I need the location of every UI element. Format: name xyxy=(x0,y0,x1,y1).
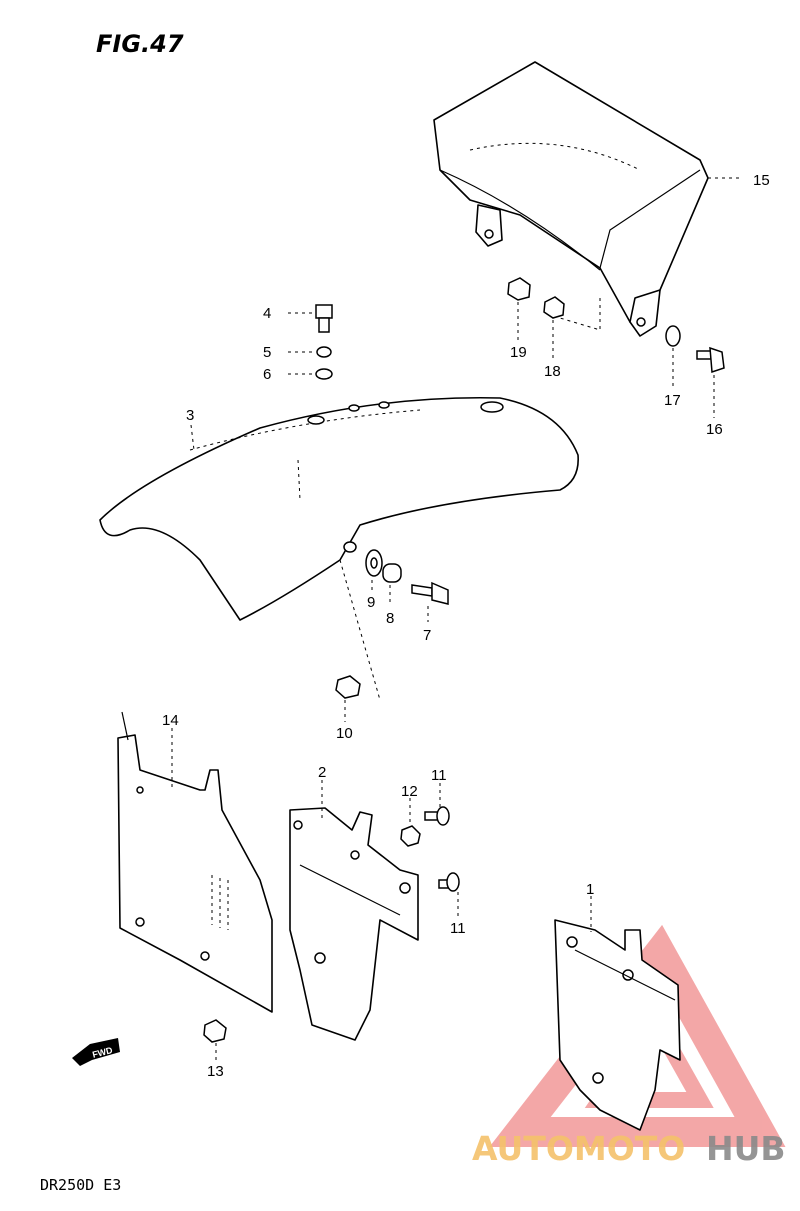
callout-1: 1 xyxy=(586,881,594,898)
hardware-6-washer xyxy=(315,368,333,380)
callout-8: 8 xyxy=(386,610,394,627)
watermark-wordmark: AUTOMOTO HUB xyxy=(472,1129,786,1168)
callout-5: 5 xyxy=(263,344,271,361)
callout-4: 4 xyxy=(263,305,271,322)
hardware-18-nut xyxy=(543,296,565,319)
hardware-16-bolt xyxy=(696,346,725,374)
mud-flap-part xyxy=(117,711,273,1013)
hardware-4-bolt xyxy=(315,304,333,333)
hardware-11-screw-upper xyxy=(424,806,450,826)
hardware-12-nut xyxy=(400,825,421,847)
callout-15: 15 xyxy=(753,172,770,189)
callout-18: 18 xyxy=(544,363,561,380)
seat-part xyxy=(433,61,709,337)
watermark-text-a: AUTOMOTO xyxy=(472,1129,685,1168)
callout-3: 3 xyxy=(186,407,194,424)
hardware-19-nut xyxy=(507,277,531,301)
callout-16: 16 xyxy=(706,421,723,438)
model-code: DR250D E3 xyxy=(40,1176,122,1194)
bracket-part xyxy=(289,807,419,1041)
callout-11-lower: 11 xyxy=(450,920,466,937)
callout-14: 14 xyxy=(162,712,179,729)
fwd-arrow-icon: FWD xyxy=(72,1038,120,1066)
callout-labels: 1 2 3 4 5 6 7 8 9 10 11 11 12 13 14 15 1… xyxy=(162,172,770,1080)
leader-lines xyxy=(171,177,742,1062)
callout-10: 10 xyxy=(336,725,353,742)
callout-17: 17 xyxy=(664,392,681,409)
hardware-7-bolt xyxy=(411,581,449,605)
callout-9: 9 xyxy=(367,594,375,611)
fwd-badge-text: FWD xyxy=(91,1045,114,1060)
hardware-13-nut xyxy=(203,1019,227,1043)
hardware-5-washer xyxy=(316,346,332,358)
watermark-text-b: HUB xyxy=(706,1129,786,1168)
hardware-9-washer xyxy=(365,549,383,577)
hardware-17-washer xyxy=(665,325,681,347)
callout-11-upper: 11 xyxy=(431,767,447,784)
bracket-plate-part xyxy=(554,919,681,1131)
callout-7: 7 xyxy=(423,627,431,644)
hardware-8-spacer xyxy=(382,563,402,583)
callout-13: 13 xyxy=(207,1063,224,1080)
front-fender-part xyxy=(99,396,579,701)
callout-19: 19 xyxy=(510,344,527,361)
callout-12: 12 xyxy=(401,783,418,800)
hardware-10-nut xyxy=(335,675,361,699)
figure-title: FIG.47 xyxy=(96,30,184,58)
callout-6: 6 xyxy=(263,366,271,383)
hardware-11-screw-lower xyxy=(438,872,460,892)
callout-2: 2 xyxy=(318,764,326,781)
